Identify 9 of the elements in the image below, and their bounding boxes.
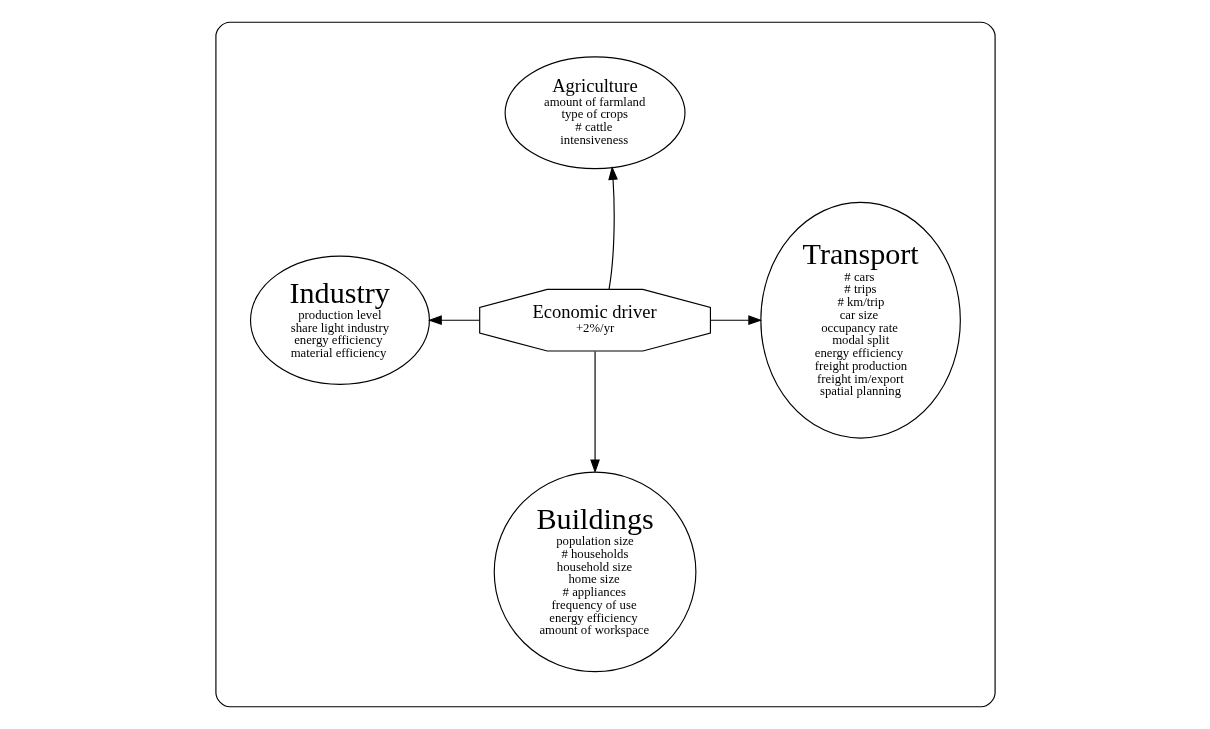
node-ellipse: Transport # cars # trips # km/trip car size occupancy rate modal split energy efficiency freight production freight im/export spatial planning <box>759 201 961 439</box>
node-circle: Buildings population size # households household size home size # appliances frequency of use energy efficiency amount of workspace <box>493 471 696 673</box>
arrow <box>589 350 600 474</box>
node-ellipse: Agriculture amount of farmland type of crops # cattle intensiveness <box>504 56 686 170</box>
arrow <box>709 315 762 326</box>
node-ellipse: Industry production level share light industry energy efficiency material efficiency <box>249 255 430 385</box>
arrow <box>427 315 480 326</box>
cluster <box>214 21 996 708</box>
arrow <box>607 166 618 290</box>
